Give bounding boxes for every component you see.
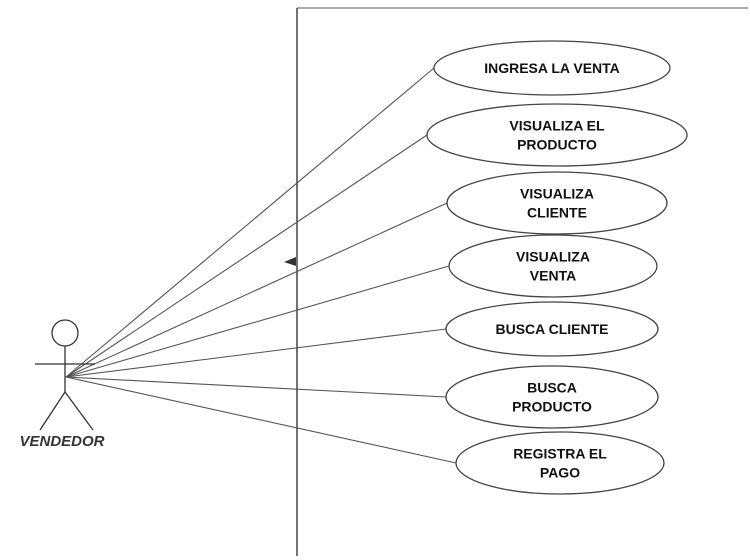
use-case-label: PRODUCTO: [512, 399, 592, 415]
use-case-ellipse: [446, 171, 668, 235]
arrowhead-mark: [284, 257, 296, 266]
use-case-label: PAGO: [540, 465, 580, 481]
use-case: VISUALIZA EL PRODUCTO: [426, 103, 688, 167]
use-case-label: INGRESA LA VENTA: [484, 60, 620, 76]
association-line: [65, 376, 447, 398]
use-case: VISUALIZA CLIENTE: [446, 171, 668, 235]
use-case-label: VISUALIZA: [516, 249, 590, 265]
actor-head: [51, 319, 79, 347]
use-case-ellipse: [448, 234, 658, 298]
use-case: BUSCA CLIENTE: [445, 301, 659, 357]
system-boundary: [296, 7, 748, 556]
association-line: [65, 202, 448, 378]
use-case-ellipse: [455, 431, 665, 495]
use-case-label: VISUALIZA EL: [509, 118, 605, 134]
actor-vendedor: VENDEDOR: [19, 319, 105, 450]
use-case-label: VENTA: [530, 268, 576, 284]
use-case-ellipse: [445, 365, 659, 429]
association-line: [65, 265, 450, 378]
associations: [65, 67, 457, 464]
use-case: INGRESA LA VENTA: [433, 40, 671, 96]
association-line: [65, 67, 435, 378]
association-line: [65, 328, 447, 378]
use-case-label: BUSCA: [527, 380, 577, 396]
use-case: VISUALIZA VENTA: [448, 234, 658, 298]
association-line: [65, 134, 428, 378]
actor-right-leg: [64, 391, 94, 431]
use-case-ellipse: [433, 40, 671, 96]
association-line: [65, 376, 457, 464]
use-case-label: CLIENTE: [527, 205, 587, 221]
use-case: BUSCA PRODUCTO: [445, 365, 659, 429]
use-case-ellipse: [445, 301, 659, 357]
use-case-label: PRODUCTO: [517, 137, 597, 153]
actor-label: VENDEDOR: [19, 433, 104, 450]
use-case-label: REGISTRA EL: [513, 446, 607, 462]
actor-left-leg: [39, 391, 66, 431]
use-case: REGISTRA EL PAGO: [455, 431, 665, 495]
use-case-ellipse: [426, 103, 688, 167]
use-case-label: BUSCA CLIENTE: [495, 321, 608, 337]
use-case-label: VISUALIZA: [520, 186, 594, 202]
